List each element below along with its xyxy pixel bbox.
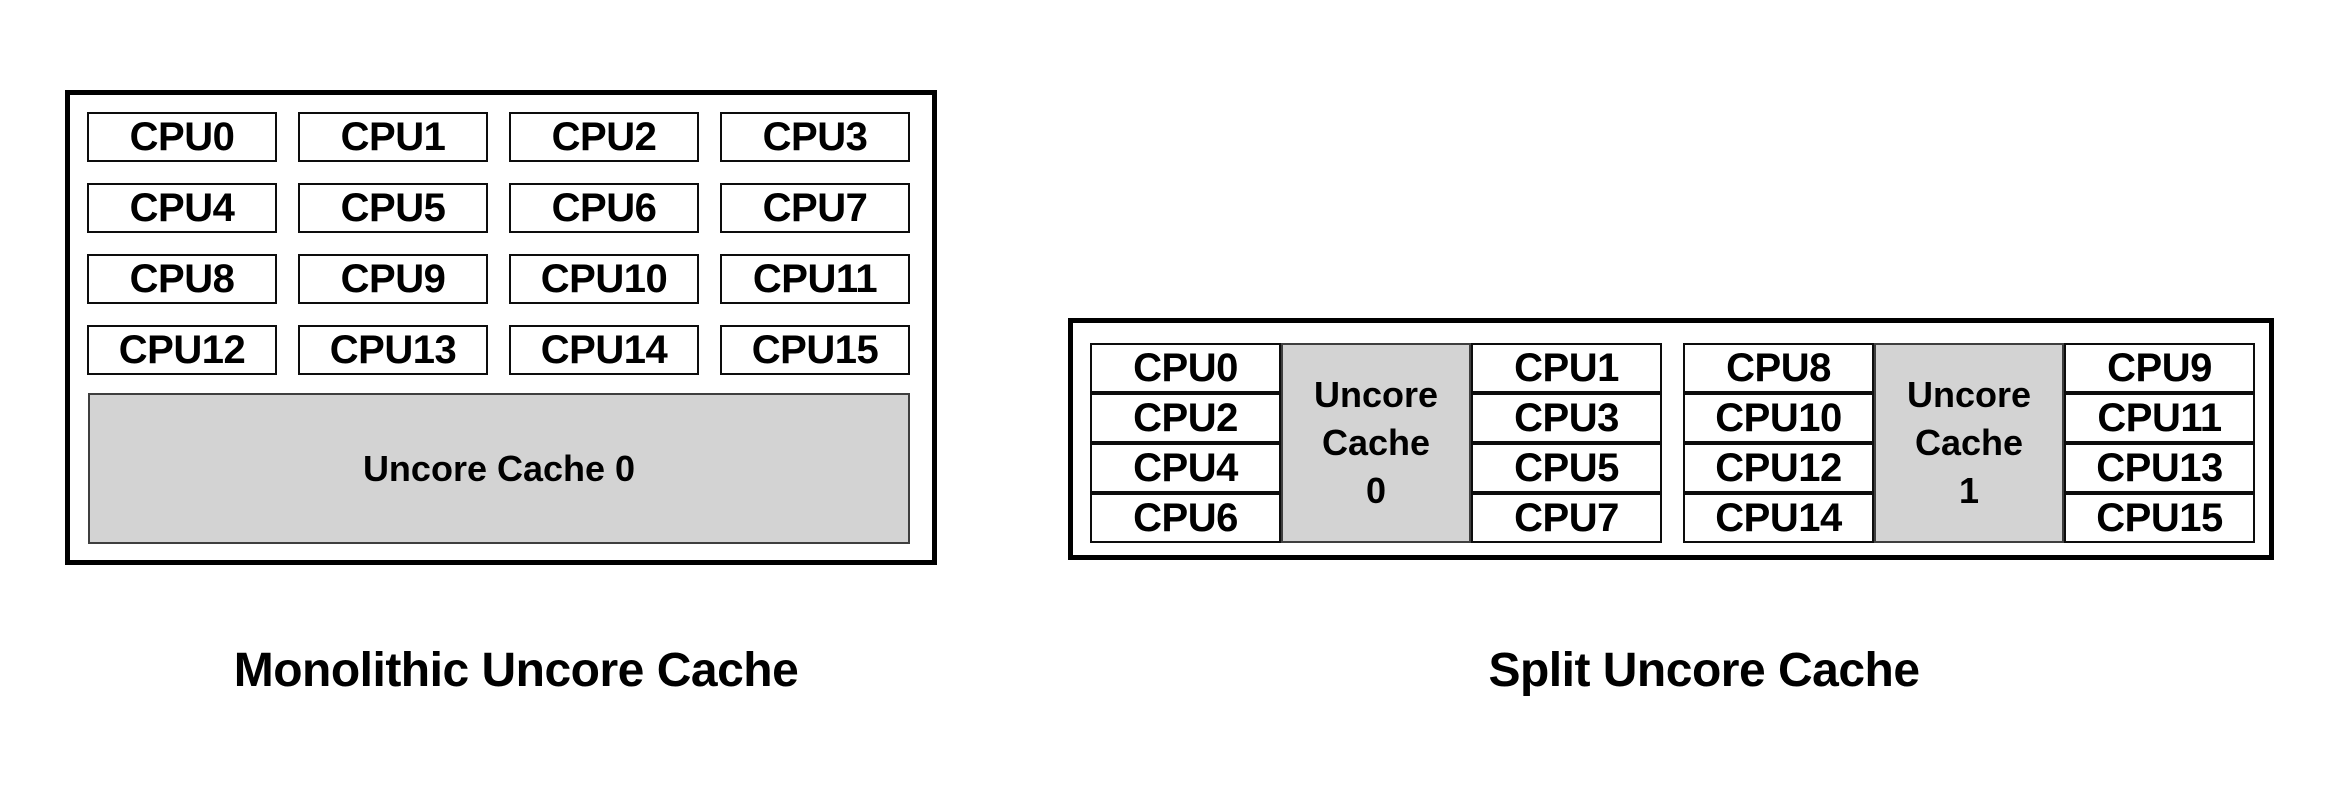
cpu-box: CPU2 [1090,393,1281,443]
cpu-box: CPU1 [1471,343,1662,393]
cache-label-line: Cache [1914,422,2024,463]
cache-label-line: Cache [1321,422,1431,463]
uncore-cache-1-box: Uncore Cache 1 [1874,343,2064,543]
split-cluster-0: CPU0 CPU2 CPU4 CPU6 Uncore Cache 0 CPU1 … [1090,343,1662,543]
cpu-box: CPU2 [509,112,699,162]
cpu-box: CPU3 [720,112,910,162]
monolithic-caption: Monolithic Uncore Cache [233,643,799,697]
cpu-box: CPU14 [509,325,699,375]
cpu-box: CPU10 [1683,393,1874,443]
cpu-box: CPU13 [298,325,488,375]
cpu-box: CPU11 [2064,393,2255,443]
cpu-box: CPU3 [1471,393,1662,443]
cache-label-line: 1 [1958,470,1980,511]
uncore-cache-0-box: Uncore Cache 0 [88,393,910,544]
cpu-box: CPU8 [87,254,277,304]
cpu-box: CPU15 [720,325,910,375]
cpu-box: CPU12 [87,325,277,375]
monolithic-diagram: CPU0 CPU1 CPU2 CPU3 CPU4 CPU5 CPU6 CPU7 … [65,90,937,565]
cache-label-line: Uncore [1906,374,2032,415]
uncore-cache-0-box: Uncore Cache 0 [1281,343,1471,543]
split-cluster-1: CPU8 CPU10 CPU12 CPU14 Uncore Cache 1 CP… [1683,343,2255,543]
cache-label-line: 0 [1365,470,1387,511]
cpu-box: CPU10 [509,254,699,304]
cpu-box: CPU7 [720,183,910,233]
cpu-box: CPU9 [2064,343,2255,393]
cpu-box: CPU6 [509,183,699,233]
cpu-box: CPU0 [87,112,277,162]
cpu-box: CPU5 [1471,443,1662,493]
cpu-box: CPU1 [298,112,488,162]
cpu-box: CPU15 [2064,493,2255,543]
cache-label-line: Uncore [1313,374,1439,415]
split-caption: Split Uncore Cache [1488,643,1920,697]
cpu-box: CPU7 [1471,493,1662,543]
cpu-box: CPU12 [1683,443,1874,493]
cpu-box: CPU4 [1090,443,1281,493]
cpu-box: CPU4 [87,183,277,233]
cpu-box: CPU9 [298,254,488,304]
cpu-box: CPU11 [720,254,910,304]
monolithic-cpu-grid: CPU0 CPU1 CPU2 CPU3 CPU4 CPU5 CPU6 CPU7 … [87,112,910,375]
cpu-box: CPU14 [1683,493,1874,543]
cpu-box: CPU0 [1090,343,1281,393]
cpu-box: CPU5 [298,183,488,233]
cpu-box: CPU6 [1090,493,1281,543]
split-diagram: CPU0 CPU2 CPU4 CPU6 Uncore Cache 0 CPU1 … [1068,318,2274,560]
cpu-box: CPU8 [1683,343,1874,393]
cpu-box: CPU13 [2064,443,2255,493]
